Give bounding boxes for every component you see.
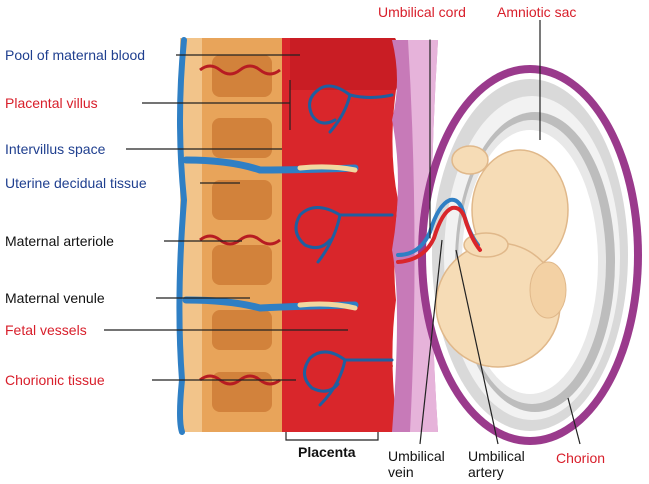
label-umbilical-artery-line2: artery bbox=[468, 464, 504, 480]
label-uterine-decidual-tissue: Uterine decidual tissue bbox=[5, 175, 147, 191]
label-umbilical-artery-line1: Umbilical bbox=[468, 448, 525, 464]
label-fetal-vessels: Fetal vessels bbox=[5, 322, 87, 338]
label-chorionic-tissue: Chorionic tissue bbox=[5, 372, 105, 388]
label-amniotic-sac: Amniotic sac bbox=[497, 4, 576, 20]
label-maternal-venule: Maternal venule bbox=[5, 290, 105, 306]
label-placental-villus: Placental villus bbox=[5, 95, 98, 111]
uterine-decidual-tissue bbox=[180, 38, 288, 432]
label-pool-of-maternal-blood: Pool of maternal blood bbox=[5, 47, 145, 63]
label-intervillus-space: Intervillus space bbox=[5, 141, 105, 157]
label-umbilical-vein-line1: Umbilical bbox=[388, 448, 445, 464]
label-placenta: Placenta bbox=[298, 444, 356, 460]
label-chorion: Chorion bbox=[556, 450, 605, 466]
label-umbilical-vein-line2: vein bbox=[388, 464, 414, 480]
label-umbilical-cord: Umbilical cord bbox=[378, 4, 466, 20]
label-maternal-arteriole: Maternal arteriole bbox=[5, 233, 114, 249]
